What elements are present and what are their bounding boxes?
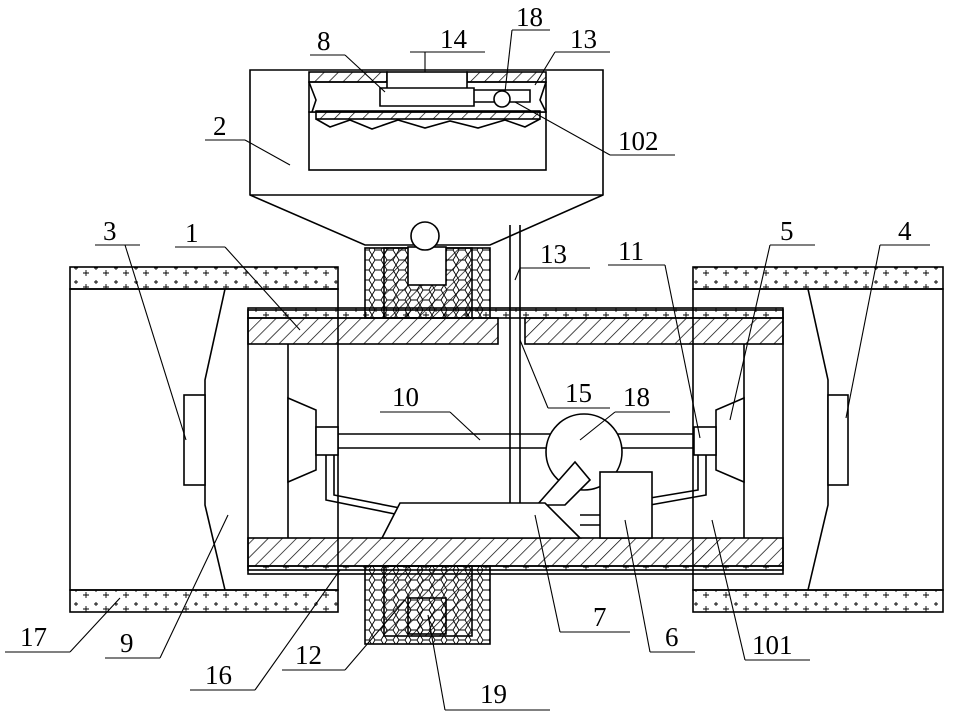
- label-13-mid: 13: [540, 239, 567, 269]
- motor-18: [535, 413, 623, 506]
- label-19: 19: [480, 679, 507, 709]
- label-1: 1: [185, 218, 199, 248]
- neck-upper: [364, 221, 491, 319]
- label-18-mid: 18: [623, 382, 650, 412]
- left-cone: [287, 396, 339, 484]
- part-labels: 8 14 18 13 102 2 3 1 13 15 11 5 4 10 18 …: [20, 2, 912, 709]
- shaft-10: [338, 433, 694, 449]
- label-6: 6: [665, 622, 679, 652]
- label-17: 17: [20, 622, 47, 652]
- label-16: 16: [205, 660, 232, 690]
- label-10: 10: [392, 382, 419, 412]
- label-7: 7: [593, 602, 607, 632]
- label-2: 2: [213, 111, 227, 141]
- label-11: 11: [618, 236, 644, 266]
- label-13-top: 13: [570, 24, 597, 54]
- label-14: 14: [440, 24, 468, 54]
- label-12: 12: [295, 640, 322, 670]
- rod-13: [509, 225, 521, 505]
- hopper-2: [249, 69, 604, 246]
- neck-lower: [364, 565, 491, 645]
- label-4: 4: [898, 216, 912, 246]
- label-9: 9: [120, 628, 134, 658]
- label-18-top: 18: [516, 2, 543, 32]
- hoses: [325, 455, 707, 516]
- right-housing: [692, 266, 944, 613]
- label-102: 102: [618, 126, 659, 156]
- main-body-1: [247, 307, 784, 575]
- label-5: 5: [780, 216, 794, 246]
- label-101: 101: [752, 630, 793, 660]
- leader-lines: [5, 29, 930, 711]
- label-8: 8: [317, 26, 331, 56]
- gearbox-7: [380, 502, 600, 539]
- label-3: 3: [103, 216, 117, 246]
- label-15: 15: [565, 378, 592, 408]
- right-cone-5: [693, 396, 745, 484]
